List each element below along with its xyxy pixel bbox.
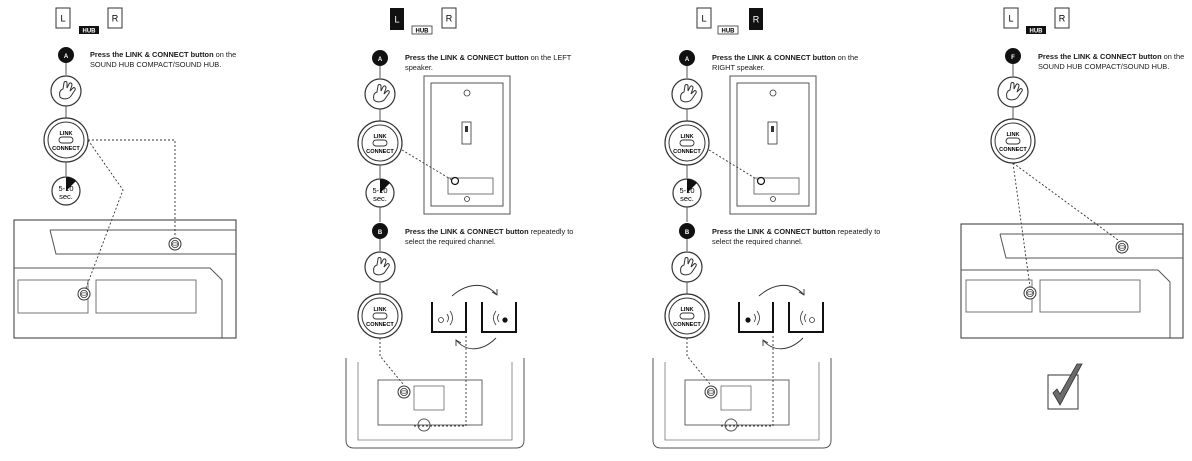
channel-indicator: L HUB R [390,7,457,35]
step-badge [58,47,74,63]
svg-text:sec.: sec. [373,194,387,203]
svg-text:CONNECT: CONNECT [366,322,394,328]
instruction-step-f: Press the LINK & CONNECT button on the S… [1038,52,1185,71]
step-badge [372,223,388,239]
speaker-back-panel [729,75,817,215]
link-connect-button-icon: LINK CONNECT [357,120,403,166]
instruction-step-a: Press the LINK & CONNECT button on the L… [405,53,572,72]
channel-indicator: L HUB R [1003,7,1070,34]
svg-text:LINK: LINK [1006,132,1019,138]
link-connect-button-icon: LINK CONNECT [664,293,710,339]
svg-text:F: F [1011,55,1015,61]
hand-press-icon [50,75,82,107]
instruction-step-b: Press the LINK & CONNECT button repeated… [712,227,881,246]
svg-text:CONNECT: CONNECT [673,322,701,328]
timer-icon: 5-10 sec. [51,176,81,206]
channel-toggle-icons [738,284,824,350]
hand-press-icon [671,251,703,283]
svg-text:CONNECT: CONNECT [673,149,701,155]
instruction-step-b: Press the LINK & CONNECT button repeated… [405,227,574,246]
svg-text:5-10: 5-10 [58,184,73,193]
left-label: L [394,15,399,25]
speaker-link-button-icon [397,385,411,399]
channel-indicator: L HUB R [696,7,763,35]
panel-3: L HUB R A LINK CONNECT 5-10 sec. [652,7,832,449]
step-badge [1005,48,1021,64]
speaker-link-button-icon [756,176,766,186]
svg-text:CONNECT: CONNECT [52,146,80,152]
svg-text:B: B [378,230,383,236]
svg-text:LINK: LINK [680,134,693,140]
svg-text:LINK: LINK [373,134,386,140]
link-connect-button-icon: LINK CONNECT [43,117,89,163]
channel-indicator: L HUB R [55,7,123,34]
right-label: R [753,15,760,25]
hub-button-top-icon [168,237,182,251]
svg-text:B: B [685,230,690,236]
hub-button-top-icon [1115,240,1129,254]
speaker-link-button-icon [704,385,718,399]
link-connect-button-icon: LINK CONNECT [990,118,1036,164]
hand-press-icon [364,78,396,110]
left-label: L [1008,14,1013,24]
panel-4: L HUB R F LINK CONNECT [960,7,1184,410]
svg-text:CONNECT: CONNECT [999,147,1027,153]
svg-text:sec.: sec. [59,192,73,201]
timer-icon: 5-10 sec. [672,178,702,208]
panel-2: L HUB R A LINK CONNECT 5-10 sec. [345,7,525,449]
svg-text:5-10: 5-10 [679,186,694,195]
svg-text:LINK: LINK [680,307,693,313]
svg-text:sec.: sec. [680,194,694,203]
svg-text:A: A [64,54,69,60]
svg-text:CONNECT: CONNECT [366,149,394,155]
right-label: R [1059,14,1066,24]
hub-label: HUB [83,28,97,34]
hand-press-icon [997,76,1029,108]
hub-label: HUB [1030,28,1044,34]
svg-text:LINK: LINK [59,131,72,137]
speaker-link-button-icon [450,176,460,186]
svg-text:LINK: LINK [373,307,386,313]
hand-press-icon [671,78,703,110]
svg-text:A: A [378,57,383,63]
hub-button-rear-icon [77,287,91,301]
channel-toggle-icons [431,284,517,350]
speaker-bottom-view [652,358,832,449]
left-label: L [701,14,706,24]
hub-label: HUB [416,28,430,34]
instruction-step-a: Press the LINK & CONNECT button on the R… [712,53,859,72]
right-label: R [446,14,453,24]
link-connect-button-icon: LINK CONNECT [357,293,403,339]
hand-press-icon [364,251,396,283]
hub-button-rear-icon [1023,286,1037,300]
hub-label: HUB [722,28,736,34]
right-label: R [112,14,119,24]
instruction-step-a: Press the LINK & CONNECT button on the S… [90,50,237,69]
left-label: L [60,14,65,24]
speaker-bottom-view [345,358,525,449]
link-connect-button-icon: LINK CONNECT [664,120,710,166]
step-badge [679,50,695,66]
svg-text:A: A [685,57,690,63]
success-check-icon [1047,363,1083,410]
step-badge [679,223,695,239]
panel-1: L HUB R A LINK CONNECT 5-10 sec. [13,7,237,339]
soundbar-view [960,223,1184,339]
soundbar-view [13,219,237,339]
speaker-back-panel [423,75,511,215]
step-badge [372,50,388,66]
svg-text:5-10: 5-10 [372,186,387,195]
timer-icon: 5-10 sec. [365,178,395,208]
